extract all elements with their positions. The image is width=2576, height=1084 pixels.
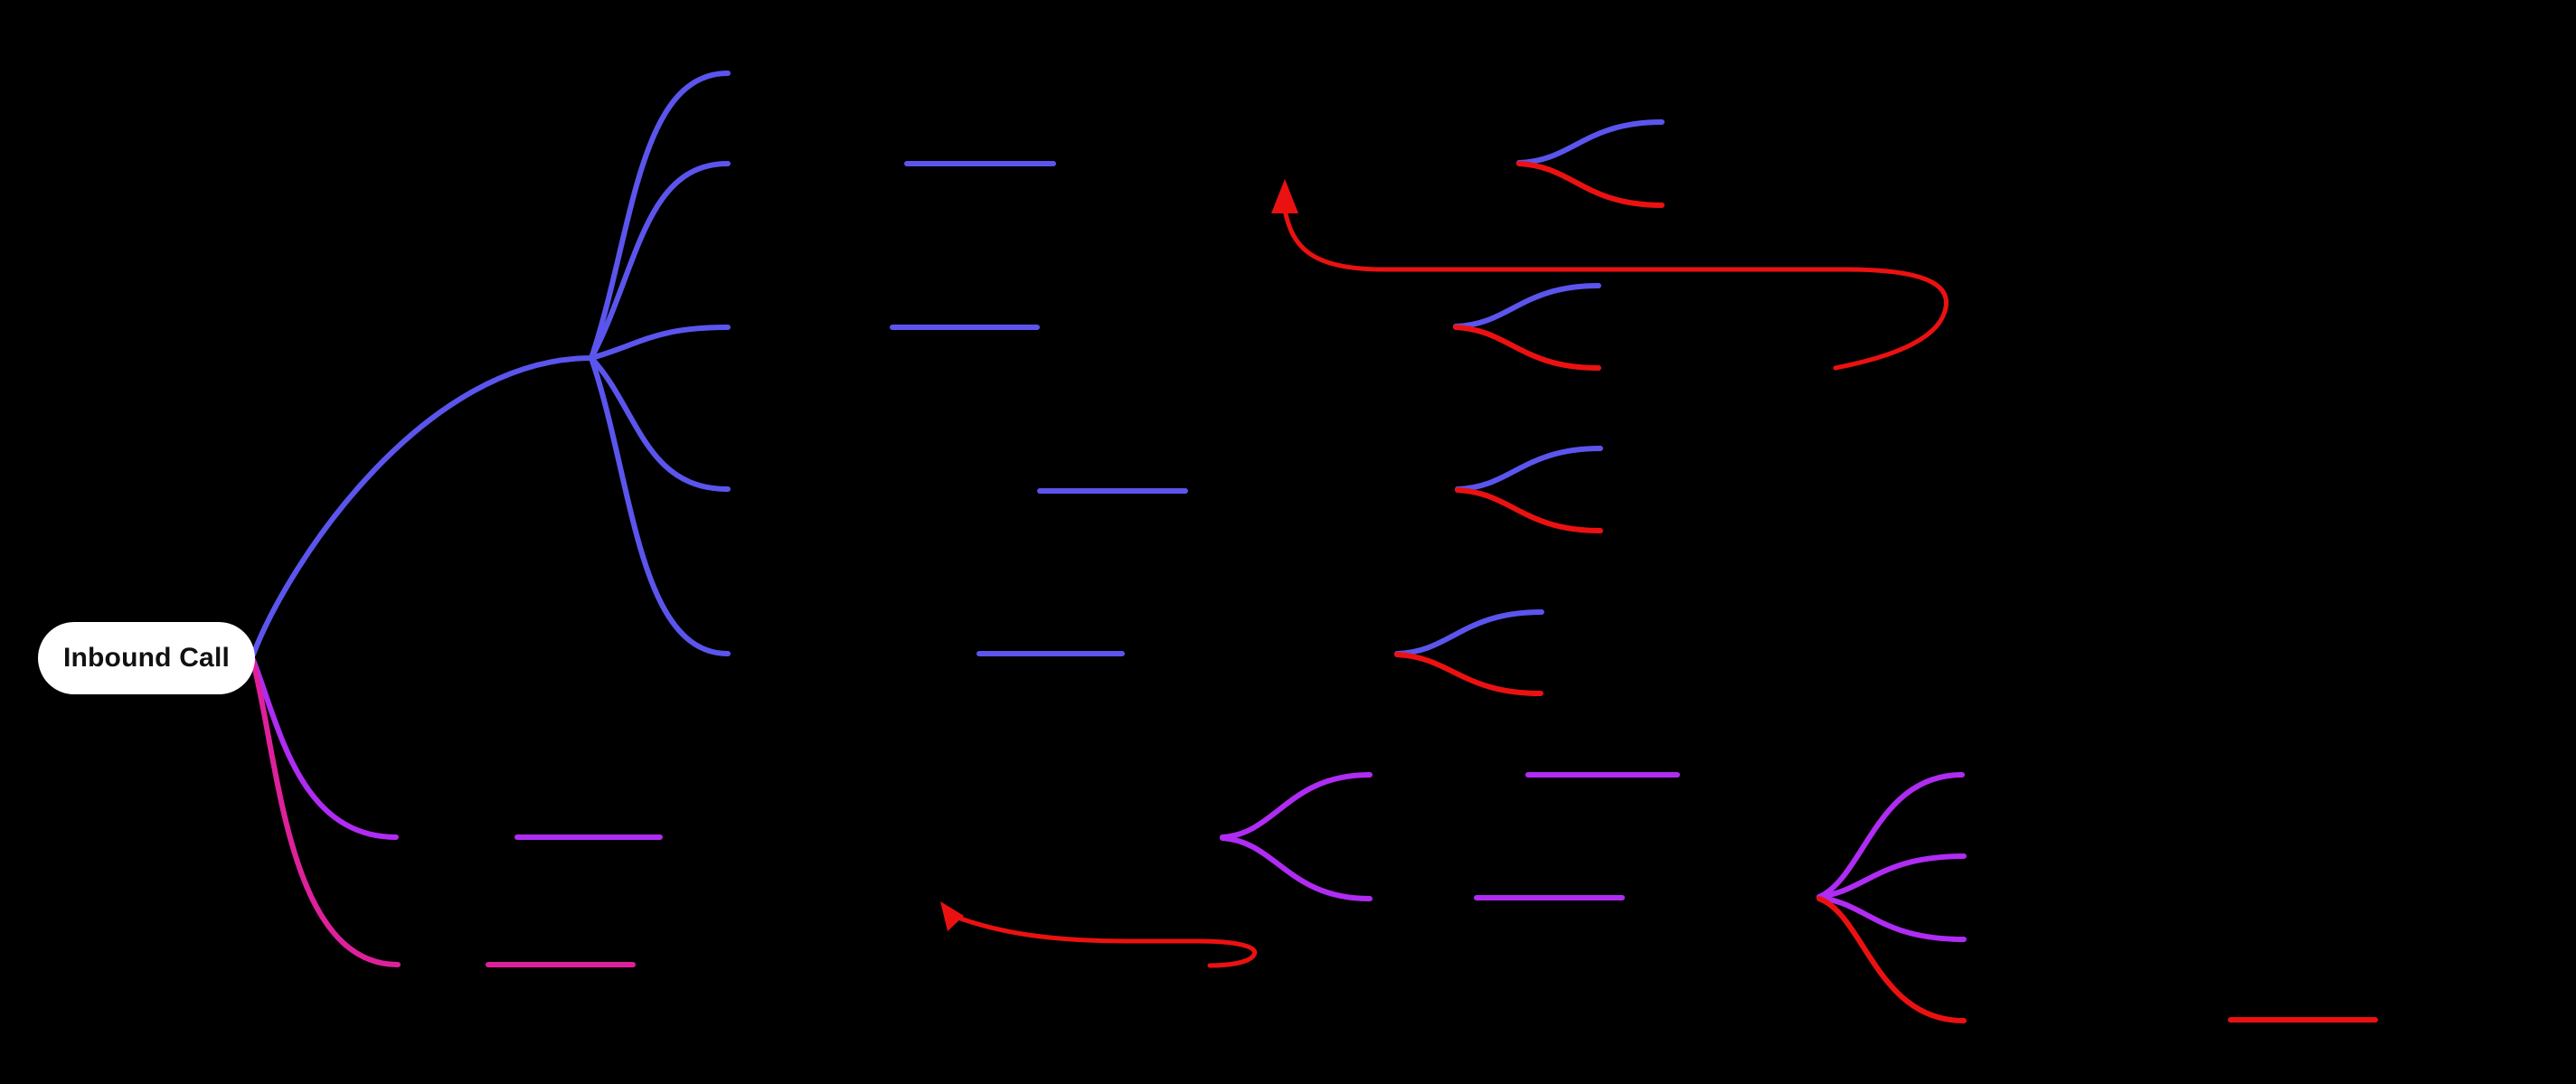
fan-branch-3 (1816, 895, 1967, 942)
arrowhead-up-left-icon (940, 901, 964, 931)
edge-hub-branch-4 (589, 355, 731, 492)
back-edge-bottom (950, 913, 1258, 968)
fork3-branch-red (1455, 487, 1603, 533)
fork2-branch-red (1453, 325, 1601, 371)
edge-hub-branch-5 (589, 355, 731, 656)
purple-fork-branch-down (1220, 835, 1373, 901)
edge-root-to-purple (250, 657, 399, 840)
edge-root-to-magenta (250, 659, 401, 967)
arrowhead-up-icon (1271, 179, 1298, 213)
edge-root-to-blue-hub (250, 355, 594, 657)
fork2-branch-blue (1453, 283, 1601, 329)
fork1-branch-blue (1516, 119, 1665, 165)
purple-fork-branch-up (1220, 772, 1373, 840)
back-edge-top (1282, 207, 1949, 371)
fork3-branch-blue (1455, 446, 1603, 492)
edge-hub-branch-2 (589, 161, 731, 361)
edge-hub-branch-1 (589, 71, 731, 361)
fan-branch-1 (1816, 772, 1965, 900)
edge-hub-branch-3 (589, 325, 731, 361)
fork4-branch-blue (1394, 609, 1544, 656)
fan-branch-4 (1816, 896, 1967, 1023)
fork1-branch-red (1516, 161, 1665, 208)
fan-branch-2 (1816, 853, 1967, 900)
fork4-branch-red (1394, 652, 1543, 696)
inbound-call-node[interactable]: Inbound Call (38, 622, 255, 694)
